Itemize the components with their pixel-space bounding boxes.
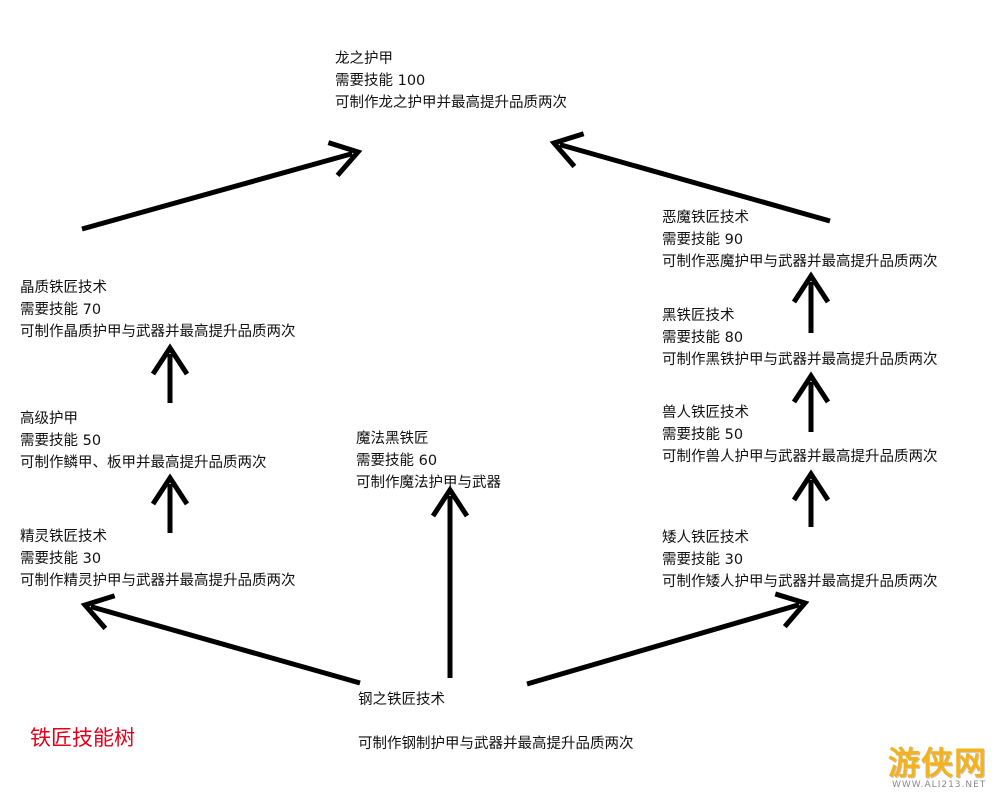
node-arcane-blacksmith: 魔法黑铁匠 需要技能 60 可制作魔法护甲与武器	[356, 428, 501, 494]
arrow-head	[774, 591, 810, 629]
node-requirement: 需要技能 100	[335, 73, 426, 89]
node-name: 晶质铁匠技术	[20, 280, 107, 296]
node-name: 兽人铁匠技术	[662, 405, 749, 421]
node-steel-smithing: 钢之铁匠技术 可制作钢制护甲与武器并最高提升品质两次	[358, 689, 634, 755]
node-name: 钢之铁匠技术	[358, 692, 445, 708]
diagram-title: 铁匠技能树	[30, 726, 135, 750]
node-name: 魔法黑铁匠	[356, 431, 429, 447]
node-orcish-smithing: 兽人铁匠技术 需要技能 50 可制作兽人护甲与武器并最高提升品质两次	[662, 402, 938, 468]
node-daedric-smithing: 恶魔铁匠技术 需要技能 90 可制作恶魔护甲与武器并最高提升品质两次	[662, 207, 938, 273]
node-requirement: 需要技能 30	[20, 551, 102, 567]
arrow-head	[150, 343, 190, 376]
node-description: 可制作精灵护甲与武器并最高提升品质两次	[20, 573, 296, 589]
node-description: 可制作恶魔护甲与武器并最高提升品质两次	[662, 254, 938, 270]
node-description: 可制作龙之护甲并最高提升品质两次	[335, 95, 567, 111]
arrow-elven-to-advanced	[150, 473, 190, 533]
node-requirement: 需要技能 70	[20, 302, 102, 318]
arrow-steel-to-dwarven	[526, 591, 810, 687]
arrow-ebony-to-daedric	[791, 271, 831, 333]
node-name: 黑铁匠技术	[662, 308, 735, 324]
arrow-head	[430, 485, 470, 518]
arrow-advanced-to-glass	[150, 343, 190, 403]
watermark-logo-text: 游侠网	[888, 744, 988, 782]
arrow-dwarven-to-orcish	[791, 469, 831, 527]
arrow-shaft	[81, 151, 353, 232]
node-glass-smithing: 晶质铁匠技术 需要技能 70 可制作晶质护甲与武器并最高提升品质两次	[20, 277, 296, 343]
arrow-head	[791, 371, 831, 404]
arrow-head	[327, 140, 363, 178]
node-requirement: 需要技能 50	[662, 427, 744, 443]
node-name: 龙之护甲	[335, 51, 393, 67]
node-requirement: 需要技能 30	[662, 552, 744, 568]
node-description: 可制作钢制护甲与武器并最高提升品质两次	[358, 736, 634, 752]
node-ebony-smithing: 黑铁匠技术 需要技能 80 可制作黑铁护甲与武器并最高提升品质两次	[662, 305, 938, 371]
arrow-shaft	[526, 602, 800, 687]
arrow-daedric-to-dragon	[549, 131, 831, 224]
node-name: 矮人铁匠技术	[662, 530, 749, 546]
node-spacer	[358, 711, 634, 733]
node-dragon-armor: 龙之护甲 需要技能 100 可制作龙之护甲并最高提升品质两次	[335, 48, 567, 114]
arrow-shaft	[559, 142, 831, 224]
watermark-logo: 游侠网 WWW.ALI213.NET	[880, 738, 992, 796]
node-name: 高级护甲	[20, 411, 78, 427]
node-description: 可制作晶质护甲与武器并最高提升品质两次	[20, 324, 296, 340]
arrow-shaft	[90, 604, 361, 686]
node-description: 可制作黑铁护甲与武器并最高提升品质两次	[662, 352, 938, 368]
arrow-orcish-to-ebony	[791, 371, 831, 432]
arrow-steel-to-elven	[80, 593, 361, 686]
arrow-head	[80, 593, 116, 631]
node-elven-smithing: 精灵铁匠技术 需要技能 30 可制作精灵护甲与武器并最高提升品质两次	[20, 526, 296, 592]
node-description: 可制作兽人护甲与武器并最高提升品质两次	[662, 449, 938, 465]
arrow-head	[791, 469, 831, 502]
node-name: 精灵铁匠技术	[20, 529, 107, 545]
node-description: 可制作矮人护甲与武器并最高提升品质两次	[662, 574, 938, 590]
node-requirement: 需要技能 90	[662, 232, 744, 248]
watermark-url: WWW.ALI213.NET	[892, 780, 987, 790]
arrow-head	[150, 473, 190, 506]
arrow-head	[549, 131, 585, 169]
node-description: 可制作鳞甲、板甲并最高提升品质两次	[20, 455, 267, 471]
node-requirement: 需要技能 50	[20, 433, 102, 449]
node-name: 恶魔铁匠技术	[662, 210, 749, 226]
node-requirement: 需要技能 60	[356, 453, 438, 469]
arrow-glass-to-dragon	[81, 140, 363, 232]
node-requirement: 需要技能 80	[662, 330, 744, 346]
arrow-head	[791, 271, 831, 304]
node-advanced-armors: 高级护甲 需要技能 50 可制作鳞甲、板甲并最高提升品质两次	[20, 408, 267, 474]
arrow-steel-to-arcane	[430, 485, 470, 678]
node-description: 可制作魔法护甲与武器	[356, 475, 501, 491]
node-dwarven-smithing: 矮人铁匠技术 需要技能 30 可制作矮人护甲与武器并最高提升品质两次	[662, 527, 938, 593]
